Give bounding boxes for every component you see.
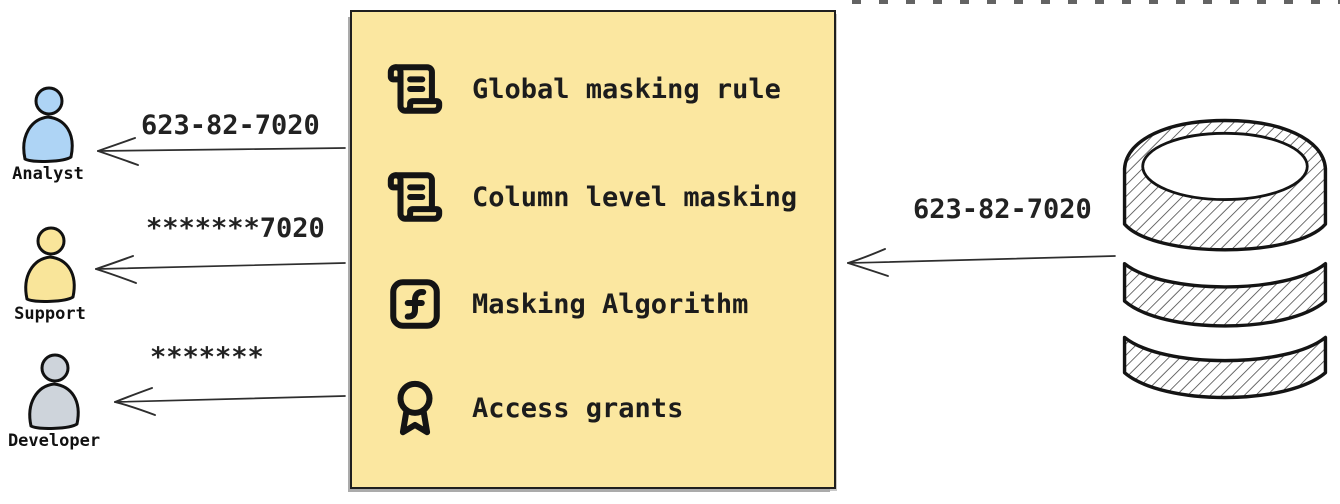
masking-box-item-label: Masking Algorithm bbox=[472, 288, 749, 320]
database-middle-band bbox=[1122, 261, 1328, 328]
cropped-dashed-border bbox=[852, 0, 1340, 4]
person-head bbox=[34, 86, 64, 116]
value-to-analyst: 623-82-7020 bbox=[141, 110, 320, 141]
person-body bbox=[22, 115, 74, 163]
persona-developer: Developer bbox=[6, 353, 102, 451]
persona-support: Support bbox=[2, 226, 98, 324]
masking-box-item-label: Column level masking bbox=[472, 181, 798, 213]
masking-box-item: Masking Algorithm bbox=[386, 275, 748, 333]
masking-box-item-label: Access grants bbox=[472, 392, 684, 424]
function-square-icon bbox=[386, 275, 444, 333]
persona-analyst: Analyst bbox=[0, 86, 96, 184]
database-icon bbox=[1122, 118, 1328, 400]
database-bottom-band bbox=[1122, 335, 1328, 400]
person-body bbox=[28, 382, 80, 430]
scroll-text-icon bbox=[386, 60, 444, 118]
scroll-text-icon bbox=[386, 168, 444, 226]
masking-box-item-label: Global masking rule bbox=[472, 73, 781, 105]
arrow-db-to-box bbox=[847, 248, 1116, 277]
arrow-to-analyst bbox=[97, 137, 346, 166]
value-from-database: 623-82-7020 bbox=[913, 194, 1092, 225]
award-icon bbox=[386, 379, 444, 437]
persona-label: Support bbox=[14, 304, 86, 324]
value-to-developer: ******* bbox=[150, 342, 264, 373]
person-icon bbox=[28, 353, 80, 430]
arrow-to-support bbox=[95, 255, 346, 284]
masking-box-item: Access grants bbox=[386, 379, 683, 437]
persona-label: Developer bbox=[7, 431, 101, 451]
person-body bbox=[24, 255, 76, 303]
masking-policy-box: Global masking rule Column level masking bbox=[350, 10, 836, 489]
person-head bbox=[36, 226, 66, 256]
masking-box-item: Column level masking bbox=[386, 168, 797, 226]
persona-label: Analyst bbox=[12, 164, 84, 184]
person-icon bbox=[24, 226, 76, 303]
arrow-to-developer bbox=[114, 387, 346, 416]
database-top-opening bbox=[1141, 131, 1309, 201]
masking-box-item: Global masking rule bbox=[386, 60, 781, 118]
person-icon bbox=[22, 86, 74, 163]
value-to-support: *******7020 bbox=[146, 213, 325, 244]
person-head bbox=[40, 353, 70, 383]
